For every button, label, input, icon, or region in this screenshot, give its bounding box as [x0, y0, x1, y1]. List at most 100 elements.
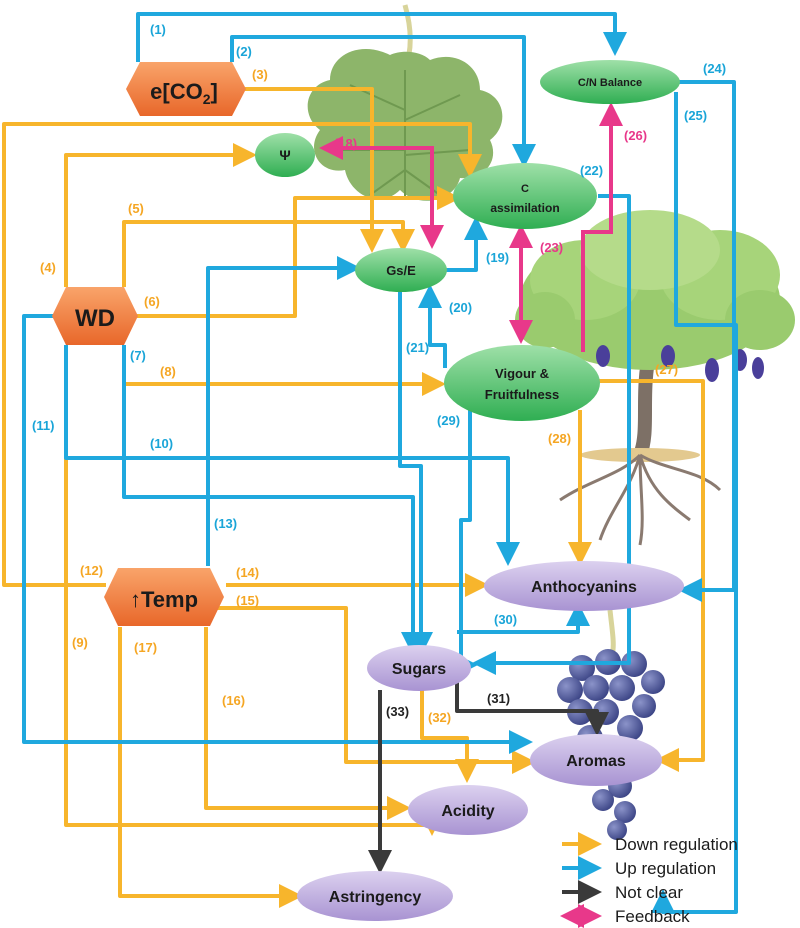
arrow-16 — [204, 627, 411, 820]
svg-text:e[CO2]: e[CO2] — [150, 79, 218, 107]
node-eco2: e[CO2] — [126, 62, 246, 116]
node-gs-e-label: Gs/E — [386, 263, 416, 278]
node-psi: Ψ — [255, 133, 315, 177]
arrow-7 — [122, 345, 425, 656]
node-eco2-close: ] — [211, 79, 218, 104]
label-12: (12) — [80, 563, 103, 578]
label-7: (7) — [130, 348, 146, 363]
arrow-2 — [230, 35, 536, 168]
legend-item-feedback: Feedback — [560, 904, 690, 928]
node-acidity: Acidity — [408, 785, 528, 835]
label-17: (17) — [134, 640, 157, 655]
label-22: (22) — [580, 163, 603, 178]
label-5: (5) — [128, 201, 144, 216]
node-vigour: Vigour & Fruitfulness — [444, 345, 600, 421]
label-20: (20) — [449, 300, 472, 315]
arrow-27 — [598, 379, 705, 772]
label-25: (25) — [684, 108, 707, 123]
label-32: (32) — [428, 710, 451, 725]
legend-label-feedback: Feedback — [615, 907, 690, 926]
feedback-arrows — [319, 102, 623, 352]
legend-label-unclear: Not clear — [615, 883, 683, 902]
arrow-10 — [64, 345, 520, 566]
label-28: (28) — [548, 431, 571, 446]
node-anthocyanins: Anthocyanins — [484, 561, 684, 611]
label-6: (6) — [144, 294, 160, 309]
down-regulation-arrows — [2, 87, 705, 908]
label-8: (8) — [160, 364, 176, 379]
node-gs-e: Gs/E — [355, 248, 447, 292]
node-astringency: Astringency — [297, 871, 453, 921]
label-3: (3) — [252, 67, 268, 82]
unclear-arrows — [368, 682, 609, 874]
arrow-4 — [64, 143, 257, 287]
node-cn-balance-label: C/N Balance — [578, 77, 642, 89]
arrow-15 — [214, 606, 536, 774]
node-sugars-label: Sugars — [392, 661, 446, 678]
arrow-30 — [457, 602, 590, 634]
node-vigour-line2: Fruitfulness — [485, 387, 559, 402]
node-c-assimilation-line1: C — [521, 183, 529, 195]
node-temp: ↑Temp — [104, 568, 224, 626]
legend-item-down: Down regulation — [562, 832, 738, 856]
node-c-assimilation: C assimilation — [453, 163, 597, 229]
label-19: (19) — [486, 250, 509, 265]
label-13: (13) — [214, 516, 237, 531]
node-c-assimilation-line2: assimilation — [490, 201, 559, 215]
node-vigour-line1: Vigour & — [495, 366, 549, 381]
node-sugars: Sugars — [367, 645, 471, 691]
arrow-20 — [418, 284, 447, 368]
node-anthocyanins-label: Anthocyanins — [531, 579, 637, 596]
arrow-21 — [398, 290, 433, 656]
node-wd: WD — [52, 287, 138, 345]
label-26: (26) — [624, 128, 647, 143]
node-wd-label: WD — [75, 305, 115, 332]
label-2: (2) — [236, 44, 252, 59]
arrow-31 — [455, 682, 609, 736]
node-temp-label: ↑Temp — [130, 587, 198, 612]
label-11: (11) — [32, 418, 54, 433]
node-eco2-label: e[CO — [150, 79, 203, 104]
arrow-26 — [581, 102, 623, 352]
grape-cluster-illustration — [557, 609, 665, 840]
label-27: (27) — [655, 362, 678, 377]
grape-leaf-illustration — [307, 4, 503, 201]
label-10: (10) — [150, 436, 173, 451]
node-aromas-label: Aromas — [566, 753, 626, 770]
node-astringency-label: Astringency — [329, 889, 422, 906]
label-16: (16) — [222, 693, 245, 708]
label-29: (29) — [437, 413, 460, 428]
label-15: (15) — [236, 593, 259, 608]
arrow-1 — [136, 12, 627, 62]
label-9: (9) — [72, 635, 88, 650]
label-4: (4) — [40, 260, 56, 275]
arrow-22 — [472, 194, 631, 675]
arrow-labels: (1) (2) (3) (4) (5) (6) (7) (8) (9) (10)… — [32, 22, 726, 725]
label-1: (1) — [150, 22, 166, 37]
arrow-13 — [206, 256, 361, 566]
legend-label-down: Down regulation — [615, 835, 738, 854]
label-31: (31) — [487, 691, 510, 706]
label-33: (33) — [386, 704, 409, 719]
node-psi-label: Ψ — [279, 147, 290, 163]
arrow-25 — [651, 92, 738, 914]
label-18: (18) — [334, 136, 357, 151]
arrow-18 — [319, 136, 444, 249]
arrow-29 — [454, 410, 478, 677]
node-aromas: Aromas — [530, 734, 662, 786]
node-cn-balance: C/N Balance — [540, 60, 680, 104]
legend-item-up: Up regulation — [562, 856, 716, 880]
label-23: (23) — [540, 240, 563, 255]
node-eco2-sub: 2 — [203, 91, 211, 107]
legend: Down regulation Up regulation Not clear … — [560, 832, 738, 928]
label-21: (21) — [406, 340, 429, 355]
arrow-11 — [22, 314, 533, 754]
arrow-17 — [118, 627, 303, 908]
label-14: (14) — [236, 565, 259, 580]
label-24: (24) — [703, 61, 726, 76]
up-regulation-arrows — [22, 12, 738, 914]
legend-label-up: Up regulation — [615, 859, 716, 878]
legend-item-unclear: Not clear — [562, 880, 683, 904]
node-acidity-label: Acidity — [441, 803, 494, 820]
